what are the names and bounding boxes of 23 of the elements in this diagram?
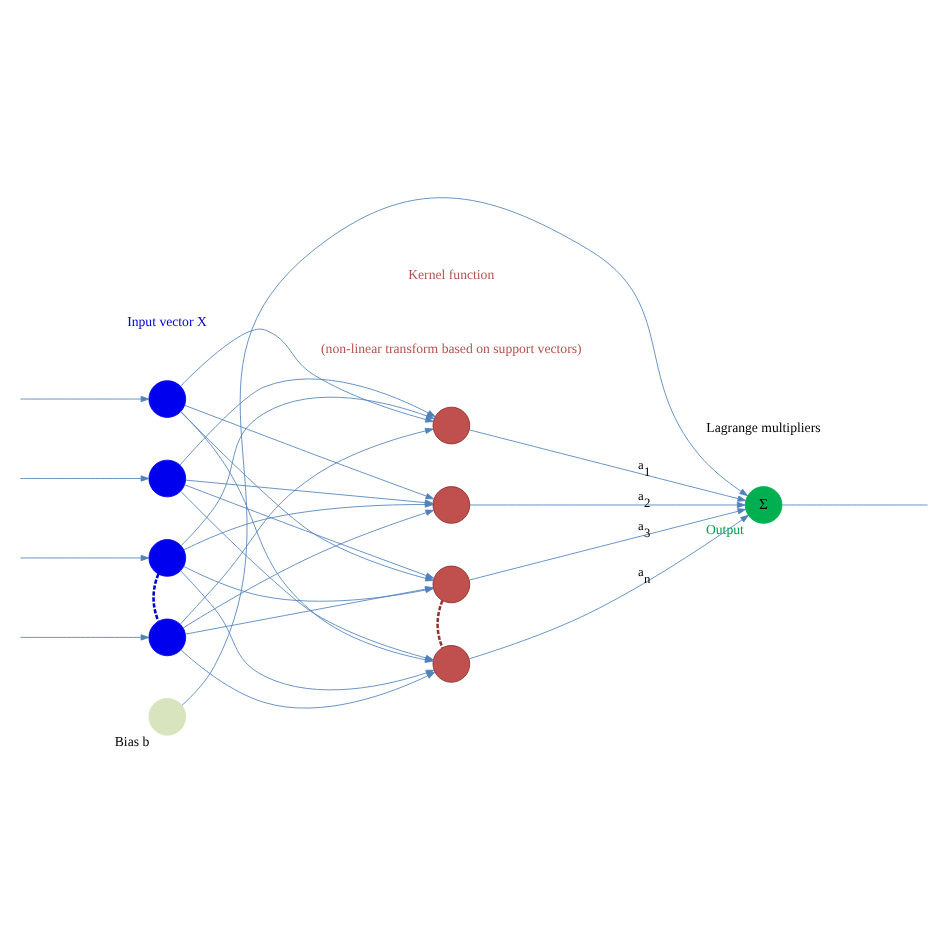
connector [152, 573, 160, 622]
node-circle [432, 486, 471, 524]
node-circle: Σ [744, 486, 783, 524]
node-circle [148, 539, 187, 577]
node-circle [432, 565, 471, 604]
arrow [20, 554, 150, 562]
arrow [181, 197, 748, 706]
arrow [20, 634, 150, 641]
node-circle [148, 618, 187, 657]
arrow [468, 514, 749, 660]
arrow [468, 429, 747, 502]
node-circle [148, 459, 187, 498]
arrow [20, 475, 150, 482]
arrow [468, 508, 747, 581]
node-circle [148, 698, 187, 736]
arrow [469, 501, 746, 509]
node-circle [432, 406, 471, 445]
node-circle [432, 645, 471, 683]
arrow [20, 395, 150, 403]
arrow [185, 586, 434, 635]
connector [781, 504, 928, 506]
connector [436, 600, 444, 649]
node-circle [148, 380, 187, 418]
